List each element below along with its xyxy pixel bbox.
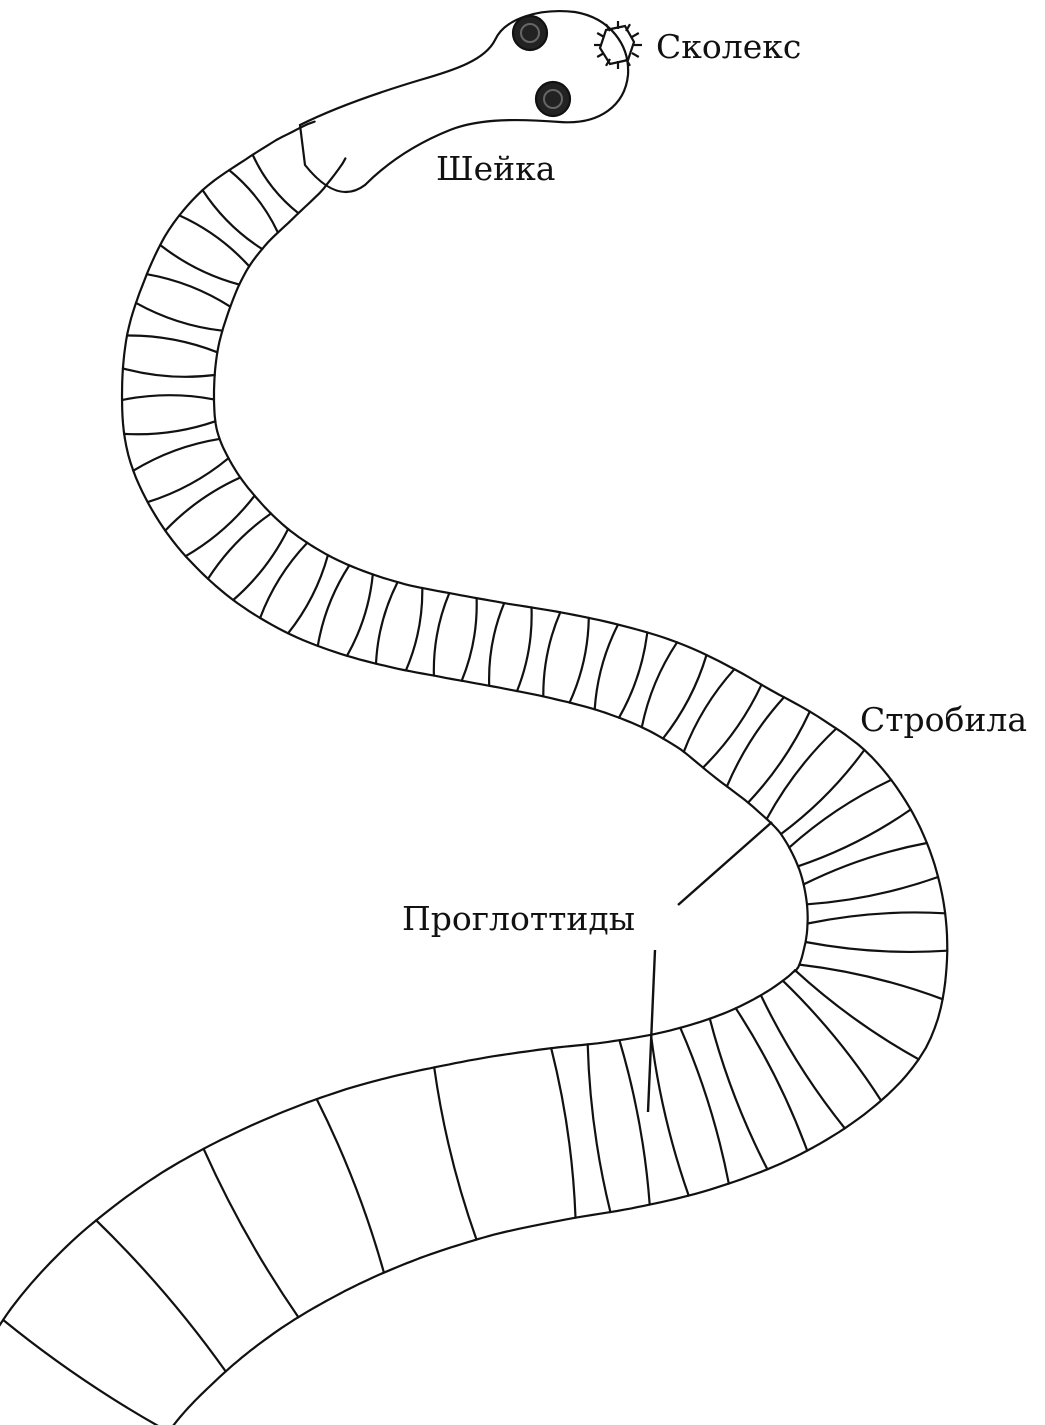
proglottid-boundary — [588, 1044, 611, 1212]
proglottid-boundary — [318, 565, 350, 646]
proglottid-boundary — [798, 810, 911, 867]
proglottid-boundary — [680, 1028, 729, 1184]
proglottid-boundary — [96, 1220, 226, 1371]
proglottid-boundary — [406, 588, 422, 670]
rostellum-hooks — [594, 21, 642, 69]
proglottid-boundary — [806, 942, 948, 952]
body-outline-right — [141, 158, 947, 1425]
proglottid-boundary — [619, 1040, 649, 1204]
proglottid-boundary — [551, 1048, 575, 1218]
proglottid-boundary — [570, 618, 589, 703]
pointer-line-upper — [678, 822, 772, 905]
proglottid-boundary — [347, 574, 373, 655]
proglottid-boundary — [663, 655, 707, 739]
proglottid-boundary — [3, 1320, 169, 1425]
proglottid-boundary — [489, 603, 504, 686]
proglottid-boundary — [160, 245, 239, 285]
proglottid-boundary — [595, 625, 618, 710]
hook — [632, 33, 639, 37]
rostellum — [600, 26, 634, 64]
proglottid-boundary — [434, 593, 449, 676]
proglottid-boundary — [808, 912, 946, 923]
proglottid-boundary — [147, 274, 231, 307]
proglottid-boundary — [517, 607, 532, 691]
proglottid-boundary — [795, 970, 919, 1059]
proglottid-pointer-lines — [648, 822, 772, 1112]
proglottid-boundary — [736, 1008, 807, 1150]
proglottid-boundary — [179, 215, 249, 266]
proglottid-boundary — [619, 632, 647, 717]
sucker-lower — [536, 82, 570, 116]
proglottid-boundary — [233, 529, 288, 600]
proglottid-boundary — [642, 642, 677, 727]
strobila-body — [0, 122, 947, 1425]
proglottid-boundary — [804, 843, 927, 884]
hook — [597, 53, 604, 57]
hook — [632, 53, 639, 57]
label-scolex: Сколекс — [656, 30, 801, 63]
proglottid-boundary — [253, 155, 299, 213]
label-strobila: Стробила — [860, 703, 1027, 736]
proglottid-boundary — [807, 877, 938, 904]
proglottid-boundary — [543, 612, 560, 696]
hook — [597, 33, 604, 37]
proglottid-boundary — [727, 697, 784, 786]
proglottid-boundary — [434, 1067, 476, 1239]
proglottid-boundary — [376, 582, 398, 664]
proglottid-boundary — [203, 190, 263, 249]
proglottid-boundary — [317, 1099, 384, 1273]
proglottid-boundary — [288, 555, 328, 633]
proglottid-boundary — [651, 1035, 689, 1196]
proglottid-boundary — [127, 335, 217, 352]
label-neck: Шейка — [436, 152, 555, 185]
proglottid-boundary — [123, 368, 215, 376]
proglottid-boundary — [462, 598, 477, 681]
proglottid-boundary — [748, 712, 810, 803]
proglottid-boundary — [229, 170, 278, 232]
proglottid-boundary — [204, 1149, 299, 1317]
pointer-line-lower — [648, 950, 655, 1112]
proglottid-boundary — [260, 543, 307, 618]
proglottid-boundary — [710, 1019, 768, 1170]
proglottid-boundary — [148, 458, 229, 502]
proglottid-boundary — [124, 421, 215, 434]
proglottid-boundary — [783, 981, 881, 1101]
proglottid-boundary — [136, 303, 222, 331]
proglottid-boundary — [122, 395, 214, 400]
label-proglottids: Проглоттиды — [402, 902, 635, 935]
sucker-upper — [513, 16, 547, 50]
proglottid-boundary — [133, 439, 219, 471]
body-outline-left — [0, 122, 808, 1389]
proglottid-boundary — [761, 995, 845, 1128]
proglottid-boundary — [767, 729, 837, 820]
